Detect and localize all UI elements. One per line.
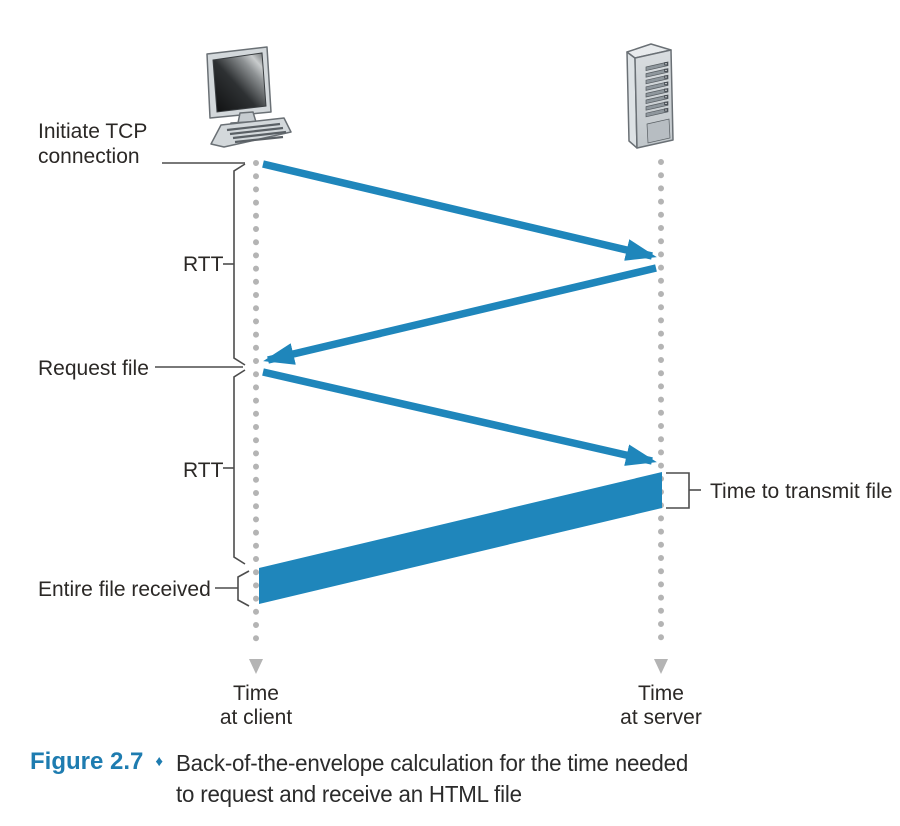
tcp-synack-arrow	[263, 264, 657, 365]
tower-server-icon	[626, 43, 674, 149]
time-at-server-line1: Time	[638, 682, 684, 705]
time-at-client-line1: Time	[233, 682, 279, 705]
initiate-tcp-label: Initiate TCP connection	[38, 120, 147, 168]
file-transmission-band	[259, 472, 662, 604]
caption-text: Back-of-the-envelope calculation for the…	[176, 748, 688, 810]
server-timeline-arrowhead	[654, 659, 668, 674]
figure-number: Figure 2.7	[30, 748, 144, 775]
rtt-bottom-label: RTT	[183, 459, 224, 482]
rtt-bottom-bracket	[233, 369, 246, 565]
tcp-syn-arrow	[262, 160, 657, 261]
caption-line2: to request and receive an HTML file	[176, 781, 522, 807]
rtt-top-bracket	[233, 163, 246, 366]
figure-caption: Figure 2.7 ♦ Back-of-the-envelope calcul…	[30, 748, 704, 810]
diamond-icon: ♦	[155, 753, 164, 770]
time-at-server-line2: at server	[620, 706, 702, 729]
time-at-client-label: Time at client	[186, 682, 326, 730]
protocol-timing-diagram	[155, 43, 701, 674]
rtt-top-label: RTT	[183, 253, 224, 276]
time-at-server-label: Time at server	[591, 682, 731, 730]
time-to-transmit-label: Time to transmit file	[710, 480, 893, 503]
time-at-client-line2: at client	[219, 706, 293, 729]
transmit-time-bracket	[666, 472, 690, 509]
request-file-label: Request file	[38, 357, 149, 380]
http-request-arrow	[262, 368, 657, 466]
client-timeline-arrowhead	[249, 659, 263, 674]
entire-file-received-label: Entire file received	[38, 578, 211, 601]
caption-line1: Back-of-the-envelope calculation for the…	[176, 750, 689, 776]
file-received-bracket	[237, 570, 250, 607]
desktop-computer-icon	[206, 46, 292, 148]
